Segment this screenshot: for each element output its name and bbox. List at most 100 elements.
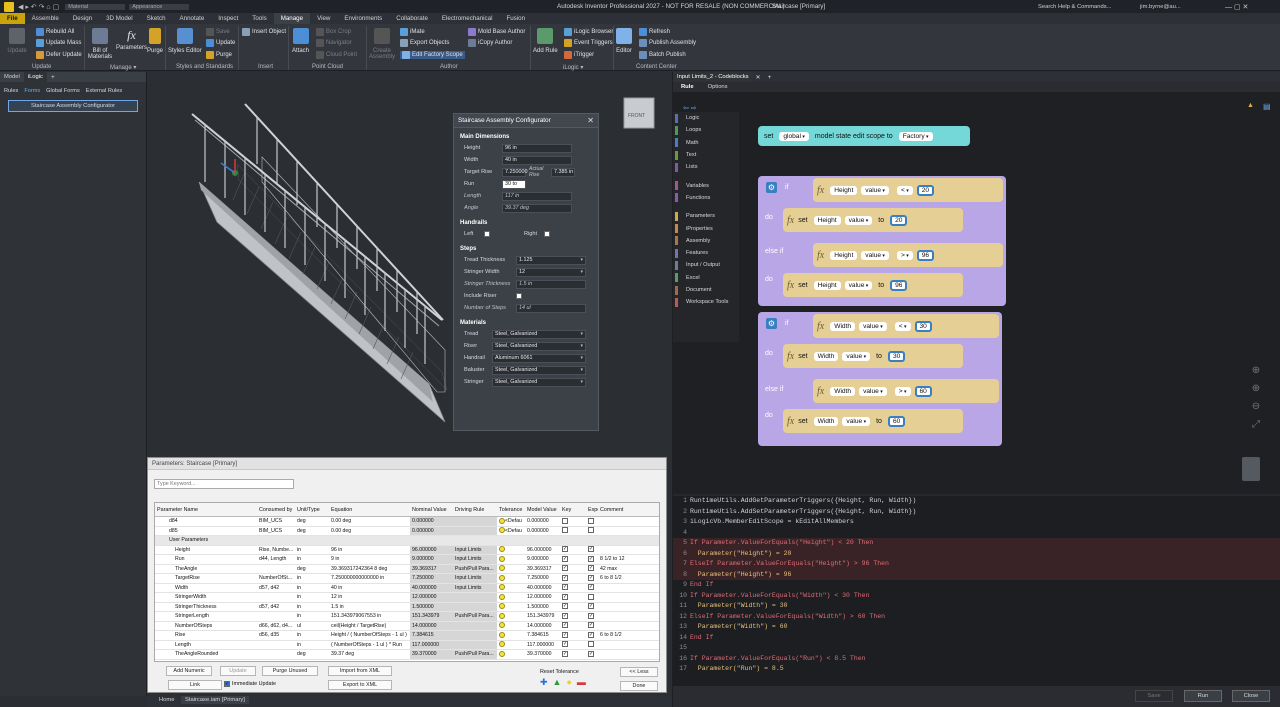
code-line[interactable]: 7ElseIf Parameter.ValueForEquals("Height… <box>673 559 1280 570</box>
section-materials[interactable]: Materials <box>460 320 592 326</box>
export-checkbox[interactable] <box>588 603 594 609</box>
palette-item[interactable]: iProperties <box>673 222 739 234</box>
user-name[interactable]: jim.byrne@au... <box>1140 4 1181 10</box>
parameters-button[interactable]: fxParameters <box>116 28 147 51</box>
app-logo-icon[interactable] <box>4 2 14 12</box>
code-line[interactable]: 14End If <box>673 633 1280 644</box>
column-header[interactable]: Expo <box>586 503 598 516</box>
value-select[interactable]: value <box>842 417 870 426</box>
key-checkbox[interactable] <box>562 622 568 628</box>
key-checkbox[interactable] <box>562 565 568 571</box>
editor-button[interactable]: Editor <box>616 28 632 54</box>
table-row[interactable]: StringerLengthin151.343979067553 in151.3… <box>155 612 659 622</box>
appearance-dropdown[interactable]: Appearance <box>129 4 189 10</box>
attach-button[interactable]: Attach <box>292 28 309 54</box>
code-line[interactable]: 6 Parameter("Height") = 20 <box>673 549 1280 560</box>
tolerance-indicator[interactable] <box>499 603 505 609</box>
code-line[interactable]: 17 Parameter("Run") = 8.5 <box>673 664 1280 675</box>
update-mass-button[interactable]: Update Mass <box>36 39 81 47</box>
palette-item[interactable]: Parameters <box>673 210 739 222</box>
table-cell[interactable] <box>453 593 497 602</box>
tab-collaborate[interactable]: Collaborate <box>389 13 435 24</box>
gear-icon[interactable]: ⚙ <box>766 182 777 193</box>
save-style-button[interactable]: Save <box>206 28 230 36</box>
code-line[interactable]: 8 Parameter("Height") = 96 <box>673 570 1280 581</box>
nominal-tolerance-icon[interactable]: ● <box>566 678 571 687</box>
table-cell[interactable]: 0.00 deg <box>329 527 410 536</box>
key-checkbox[interactable] <box>562 613 568 619</box>
height-field[interactable]: 96 in <box>502 144 572 153</box>
file-tab[interactable]: Staircase.iam [Primary] <box>181 696 249 704</box>
export-checkbox[interactable] <box>588 632 594 638</box>
column-header[interactable]: Comment <box>598 503 653 516</box>
export-xml-button[interactable]: Export to XML <box>328 680 392 690</box>
doc-tab-input-limits[interactable]: Input Limits_2 - Codeblocks <box>673 72 753 82</box>
code-line[interactable]: 15 <box>673 643 1280 654</box>
upper-tolerance-icon[interactable]: ✚ <box>540 678 548 687</box>
code-line[interactable]: 16If Parameter.ValueForEquals("Run") < 8… <box>673 654 1280 665</box>
create-assembly-button[interactable]: Create Assembly <box>369 28 395 60</box>
trash-icon[interactable] <box>1242 457 1260 481</box>
handrail-material-select[interactable]: Aluminum 6061 <box>492 354 586 363</box>
number-input[interactable]: 20 <box>890 215 907 226</box>
tolerance-indicator[interactable] <box>499 565 505 571</box>
palette-item[interactable]: Logic <box>673 112 739 124</box>
table-cell[interactable] <box>453 527 497 536</box>
export-checkbox[interactable] <box>588 641 594 647</box>
table-cell[interactable]: Input Limits <box>453 584 497 593</box>
insert-object-button[interactable]: Insert Object <box>242 28 286 36</box>
key-checkbox[interactable] <box>562 584 568 590</box>
gear-icon[interactable]: ⚙ <box>766 318 777 329</box>
tab-assemble[interactable]: Assemble <box>25 13 66 24</box>
palette-item[interactable]: Text <box>673 149 739 161</box>
table-cell[interactable]: 151.343979067553 in <box>329 612 410 621</box>
table-cell[interactable]: Input Limits <box>453 555 497 564</box>
table-row[interactable]: Rund44, Lengthin9 in9.000000Input Limits… <box>155 555 659 565</box>
stringer-width-select[interactable]: 12 <box>516 268 586 277</box>
param-name-width[interactable]: Width <box>814 352 839 361</box>
purge-button[interactable]: Purge <box>147 28 163 54</box>
key-checkbox[interactable] <box>562 575 568 581</box>
number-input[interactable]: 60 <box>888 416 905 427</box>
value-select[interactable]: value <box>859 322 887 331</box>
tolerance-indicator[interactable] <box>499 584 505 590</box>
table-cell[interactable] <box>453 622 497 631</box>
column-header[interactable]: Nominal Value <box>410 503 453 516</box>
event-triggers-button[interactable]: Event Triggers <box>564 39 613 47</box>
target-rise-field[interactable]: 7.250000 <box>502 168 526 177</box>
table-cell[interactable] <box>453 641 497 650</box>
immediate-update-check[interactable] <box>224 681 230 687</box>
table-cell[interactable]: Push/Pull Para... <box>453 612 497 621</box>
import-xml-button[interactable]: Import from XML <box>328 666 392 676</box>
defer-update-button[interactable]: Defer Update <box>36 51 82 59</box>
table-cell[interactable]: 40 in <box>329 584 410 593</box>
set-height-20-block[interactable]: fx set Height value to 20 <box>783 208 963 232</box>
tab-ilogic[interactable]: iLogic <box>24 72 47 82</box>
tread-material-select[interactable]: Steel, Galvanized <box>492 330 586 339</box>
code-line[interactable]: 10If Parameter.ValueForEquals("Width") <… <box>673 591 1280 602</box>
palette-item[interactable]: Variables <box>673 179 739 191</box>
section-steps[interactable]: Steps <box>460 246 592 252</box>
key-checkbox[interactable] <box>562 632 568 638</box>
warning-icon[interactable]: ▲ <box>1247 102 1254 109</box>
table-cell[interactable] <box>453 631 497 640</box>
code-line[interactable]: 1RuntimeUtils.AddGetParameterTriggers({H… <box>673 496 1280 507</box>
export-checkbox[interactable] <box>588 594 594 600</box>
add-tab-icon[interactable]: + <box>764 74 776 81</box>
operator-select[interactable]: < <box>897 186 913 195</box>
tab-environments[interactable]: Environments <box>337 13 389 24</box>
param-name-height[interactable]: Height <box>814 281 841 290</box>
publish-assembly-button[interactable]: Publish Assembly <box>639 39 696 47</box>
number-input[interactable]: 96 <box>917 250 934 261</box>
export-checkbox[interactable] <box>588 613 594 619</box>
window-controls[interactable]: — ▢ ✕ <box>1225 3 1248 11</box>
scope-select[interactable]: global <box>779 132 809 141</box>
icopy-author-button[interactable]: iCopy Author <box>468 39 512 47</box>
codeblocks-canvas[interactable]: ⇦ ⇨ ▲ ▤ LogicLoopsMathTextListsVariables… <box>673 92 1280 494</box>
tab-file[interactable]: File <box>0 13 25 24</box>
tolerance-indicator[interactable] <box>499 613 505 619</box>
palette-item[interactable]: Input / Output <box>673 259 739 271</box>
value-select[interactable]: value <box>859 387 887 396</box>
table-row[interactable]: StringerThicknessd57, d42in1.5 in1.50000… <box>155 603 659 613</box>
layout-icon[interactable]: ▤ <box>1263 102 1271 111</box>
